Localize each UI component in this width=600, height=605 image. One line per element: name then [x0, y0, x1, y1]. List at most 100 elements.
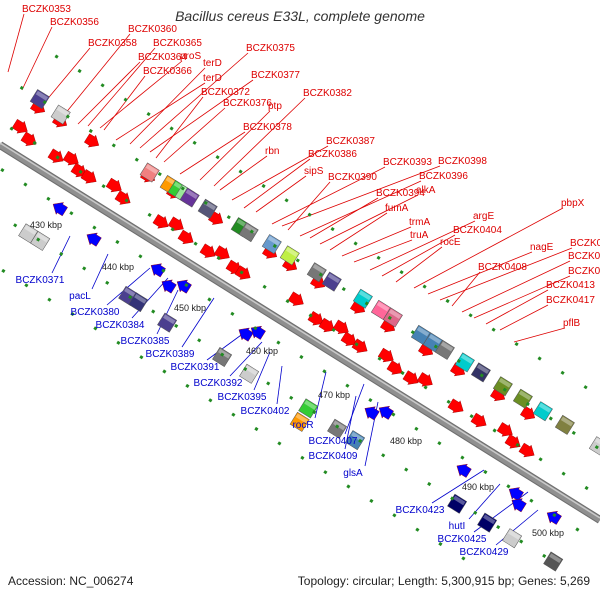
gene-box-shape — [279, 245, 300, 266]
track-marker — [514, 342, 519, 347]
forward-gene-arrow — [447, 398, 464, 413]
track-marker — [23, 182, 28, 187]
forward-gene-arrow — [199, 243, 216, 258]
forward-leader-line — [413, 207, 564, 289]
track-marker — [323, 470, 328, 475]
track-marker — [36, 237, 41, 242]
track-marker — [331, 327, 336, 332]
forward-leader-line — [281, 165, 441, 227]
track-marker — [515, 442, 520, 447]
track-marker — [0, 168, 5, 173]
gene-box-shine — [333, 420, 346, 431]
reverse-leader-line — [431, 469, 485, 504]
reverse-leader-line — [344, 383, 365, 435]
track-marker — [88, 128, 93, 134]
track-marker — [77, 68, 82, 74]
forward-leader-line — [219, 155, 268, 191]
reverse-gene-label: BCZK0384 — [96, 320, 145, 331]
reverse-gene-label: BCZK0425 — [438, 534, 487, 545]
forward-leader-line — [369, 220, 476, 271]
forward-leader-line — [271, 166, 386, 225]
forward-gene-arrow — [20, 131, 37, 147]
forward-leader-line — [77, 61, 141, 125]
gene-arrow-shape — [80, 169, 97, 184]
forward-leader-line — [451, 271, 481, 307]
track-marker — [24, 283, 29, 288]
gene-category-box — [212, 347, 233, 367]
reverse-gene-label: BCZK0407 — [309, 436, 358, 447]
forward-gene-label: pflB — [563, 318, 581, 329]
forward-leader-line — [129, 67, 206, 145]
track-marker — [335, 424, 340, 429]
forward-leader-line — [319, 194, 419, 245]
track-marker — [277, 441, 282, 446]
accession-text: Accession: NC_006274 — [8, 574, 134, 588]
forward-gene-arrow — [470, 412, 487, 428]
track-marker — [289, 395, 294, 400]
track-marker — [404, 467, 409, 472]
gene-box-shape — [157, 312, 178, 333]
gene-box-shape — [30, 230, 51, 251]
gene-category-box — [261, 234, 282, 255]
track-marker — [203, 200, 208, 205]
forward-gene-label: BCZK0378 — [243, 122, 292, 133]
forward-gene-label: BCZK0398 — [438, 156, 487, 167]
forward-leader-line — [115, 82, 206, 141]
reverse-gene-arrow — [511, 498, 527, 513]
track-marker — [207, 297, 212, 302]
gene-box-shine — [145, 164, 158, 174]
track-marker — [330, 227, 335, 232]
track-marker — [584, 485, 589, 491]
reverse-gene-arrow — [86, 232, 102, 247]
gene-box-shine — [124, 287, 137, 298]
label-leader-lines — [7, 13, 573, 546]
reverse-gene-label: BCZK0389 — [146, 349, 195, 360]
track-marker — [364, 301, 369, 306]
track-marker — [134, 157, 139, 162]
track-marker — [594, 445, 599, 450]
forward-gene-label: terD — [203, 58, 222, 69]
track-marker — [473, 510, 478, 515]
reverse-gene-label: BCZK0429 — [460, 547, 509, 558]
gene-category-box — [157, 312, 178, 333]
gene-category-box — [370, 299, 391, 320]
gene-box-shape — [492, 376, 513, 397]
forward-leader-line — [163, 107, 226, 163]
forward-gene-label: BCZK0376 — [223, 98, 272, 109]
track-marker — [65, 114, 70, 119]
track-marker — [460, 455, 465, 460]
track-marker — [295, 258, 300, 263]
reverse-gene-label: BCZK0402 — [241, 406, 290, 417]
track-marker — [220, 352, 225, 357]
gene-box-shine — [24, 225, 37, 235]
track-marker — [506, 484, 511, 489]
track-marker — [433, 344, 438, 349]
reverse-leader-line — [91, 253, 109, 290]
gene-features — [11, 89, 600, 572]
reverse-gene-label: BCZK0395 — [218, 392, 267, 403]
track-marker — [381, 453, 386, 458]
track-marker — [180, 186, 185, 191]
forward-leader-line — [21, 26, 53, 91]
forward-gene-label: BCZK0394 — [376, 188, 425, 199]
forward-leader-line — [287, 181, 331, 231]
forward-leader-line — [381, 234, 456, 277]
track-marker — [249, 229, 254, 234]
forward-leader-line — [427, 251, 533, 295]
track-marker — [575, 527, 580, 532]
track-marker — [548, 416, 553, 421]
track-marker — [284, 198, 289, 203]
track-marker — [151, 309, 156, 314]
forward-leader-line — [353, 239, 413, 263]
gene-category-box — [50, 104, 71, 125]
track-marker — [115, 239, 120, 245]
gene-box-shine — [388, 309, 402, 319]
reverse-leader-line — [253, 351, 271, 391]
track-marker — [491, 327, 496, 332]
forward-leader-line — [329, 212, 388, 251]
reverse-gene-label: glsA — [343, 468, 363, 479]
track-marker — [162, 369, 167, 374]
track-marker — [322, 369, 327, 374]
